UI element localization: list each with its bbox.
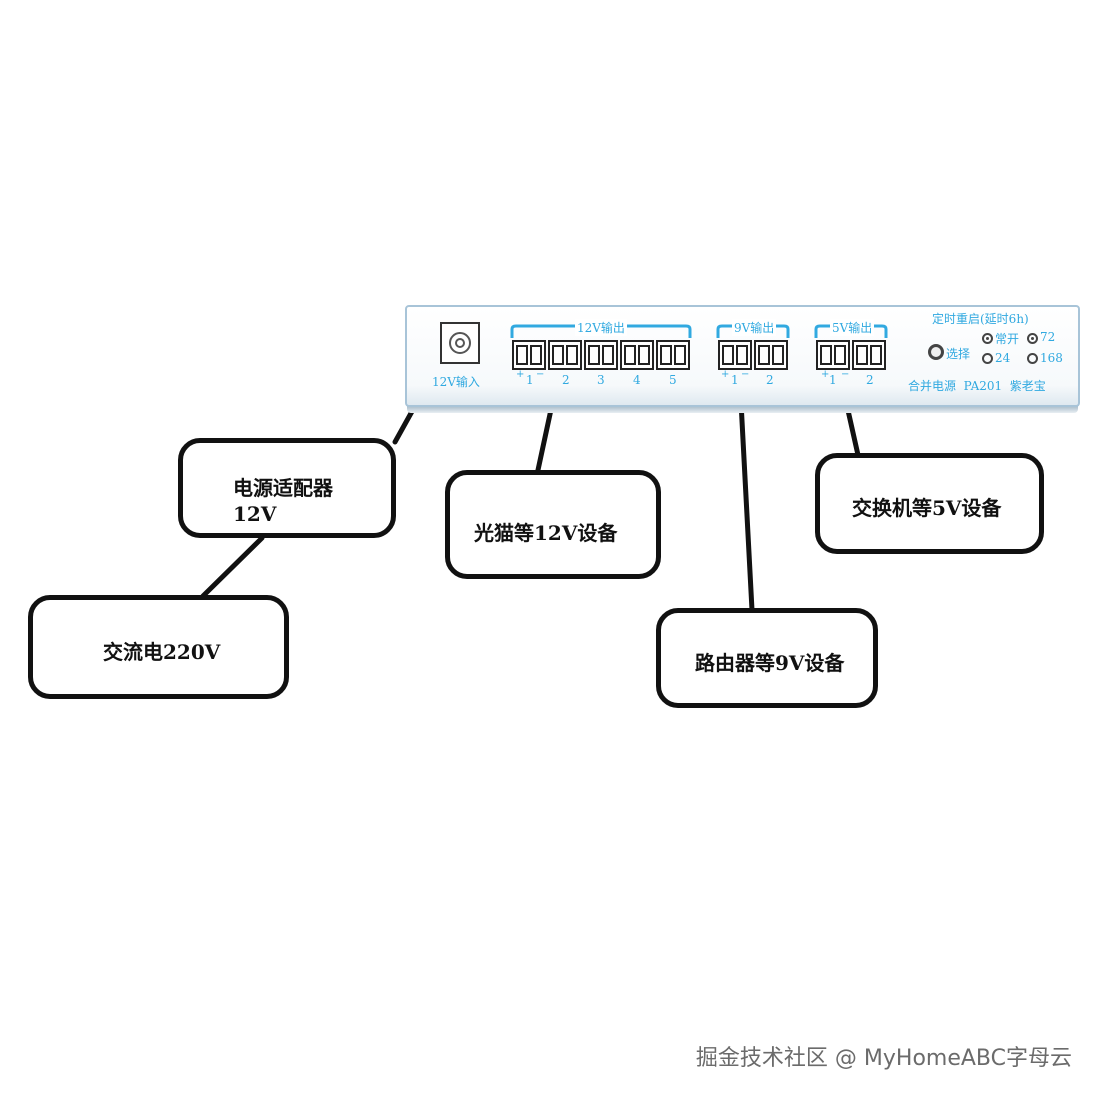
pin-12v-4: 4 xyxy=(633,373,641,387)
terminal-12v-3 xyxy=(584,340,618,370)
terminal-12v-2 xyxy=(548,340,582,370)
pin-9v-1: 1 xyxy=(731,373,739,387)
adapter-to-ac-line xyxy=(200,535,265,599)
pin-12v-5: 5 xyxy=(669,373,677,387)
adapter-callout: 电源适配器 12V xyxy=(178,438,396,538)
option-radio-168[interactable] xyxy=(1027,353,1038,364)
switch-callout: 交换机等5V设备 xyxy=(815,453,1044,554)
option-72: 72 xyxy=(1040,330,1056,344)
option-24: 24 xyxy=(995,351,1011,365)
polarity-plus-5v: + xyxy=(821,369,830,380)
group9-title: 9V输出 xyxy=(732,319,777,336)
input-label: 12V输入 xyxy=(432,375,480,389)
option-radio-72[interactable] xyxy=(1027,333,1038,344)
pin-12v-2: 2 xyxy=(562,373,570,387)
terminal-5v-2 xyxy=(852,340,886,370)
modem-callout-text: 光猫等12V设备 xyxy=(474,521,618,545)
polarity-minus-9v: − xyxy=(741,369,750,380)
router-callout: 路由器等9V设备 xyxy=(656,608,878,708)
group12-title: 12V输出 xyxy=(575,319,627,336)
switch-callout-text: 交换机等5V设备 xyxy=(852,496,1002,520)
polarity-minus-12v: − xyxy=(536,369,545,380)
polarity-plus-9v: + xyxy=(721,369,730,380)
watermark: 掘金技术社区 @ MyHomeABC字母云 xyxy=(695,1046,1072,1071)
ac-callout: 交流电220V xyxy=(28,595,289,699)
select-button[interactable] xyxy=(928,344,944,360)
option-radio-24[interactable] xyxy=(982,353,993,364)
terminal-9v-2 xyxy=(754,340,788,370)
terminal-12v-1 xyxy=(512,340,546,370)
ac-callout-text: 交流电220V xyxy=(103,640,221,664)
terminal-12v-5 xyxy=(656,340,690,370)
option-168: 168 xyxy=(1040,351,1063,365)
option-radio-always-on[interactable] xyxy=(982,333,993,344)
adapter-callout-line1: 电源适配器 xyxy=(233,476,333,500)
polarity-minus-5v: − xyxy=(841,369,850,380)
panel-footer: 合并电源 PA201 紫老宝 xyxy=(908,379,1046,393)
terminal-5v-1 xyxy=(816,340,850,370)
timer-title: 定时重启(延时6h) xyxy=(932,312,1029,326)
router-to-9v-line xyxy=(737,380,755,613)
modem-callout: 光猫等12V设备 xyxy=(445,470,661,579)
dc-input-jack xyxy=(440,322,480,364)
terminal-9v-1 xyxy=(718,340,752,370)
adapter-callout-line2: 12V xyxy=(233,502,277,526)
option-always-on: 常开 xyxy=(995,332,1020,346)
pin-9v-2: 2 xyxy=(766,373,774,387)
select-label: 选择 xyxy=(946,347,971,361)
pin-5v-2: 2 xyxy=(866,373,874,387)
panel-base-shadow xyxy=(407,405,1078,413)
pin-12v-3: 3 xyxy=(597,373,605,387)
router-callout-text: 路由器等9V设备 xyxy=(695,651,845,675)
pin-12v-1: 1 xyxy=(526,373,534,387)
pin-5v-1: 1 xyxy=(829,373,837,387)
group5-title: 5V输出 xyxy=(830,319,875,336)
terminal-12v-4 xyxy=(620,340,654,370)
polarity-plus-12v: + xyxy=(516,369,525,380)
